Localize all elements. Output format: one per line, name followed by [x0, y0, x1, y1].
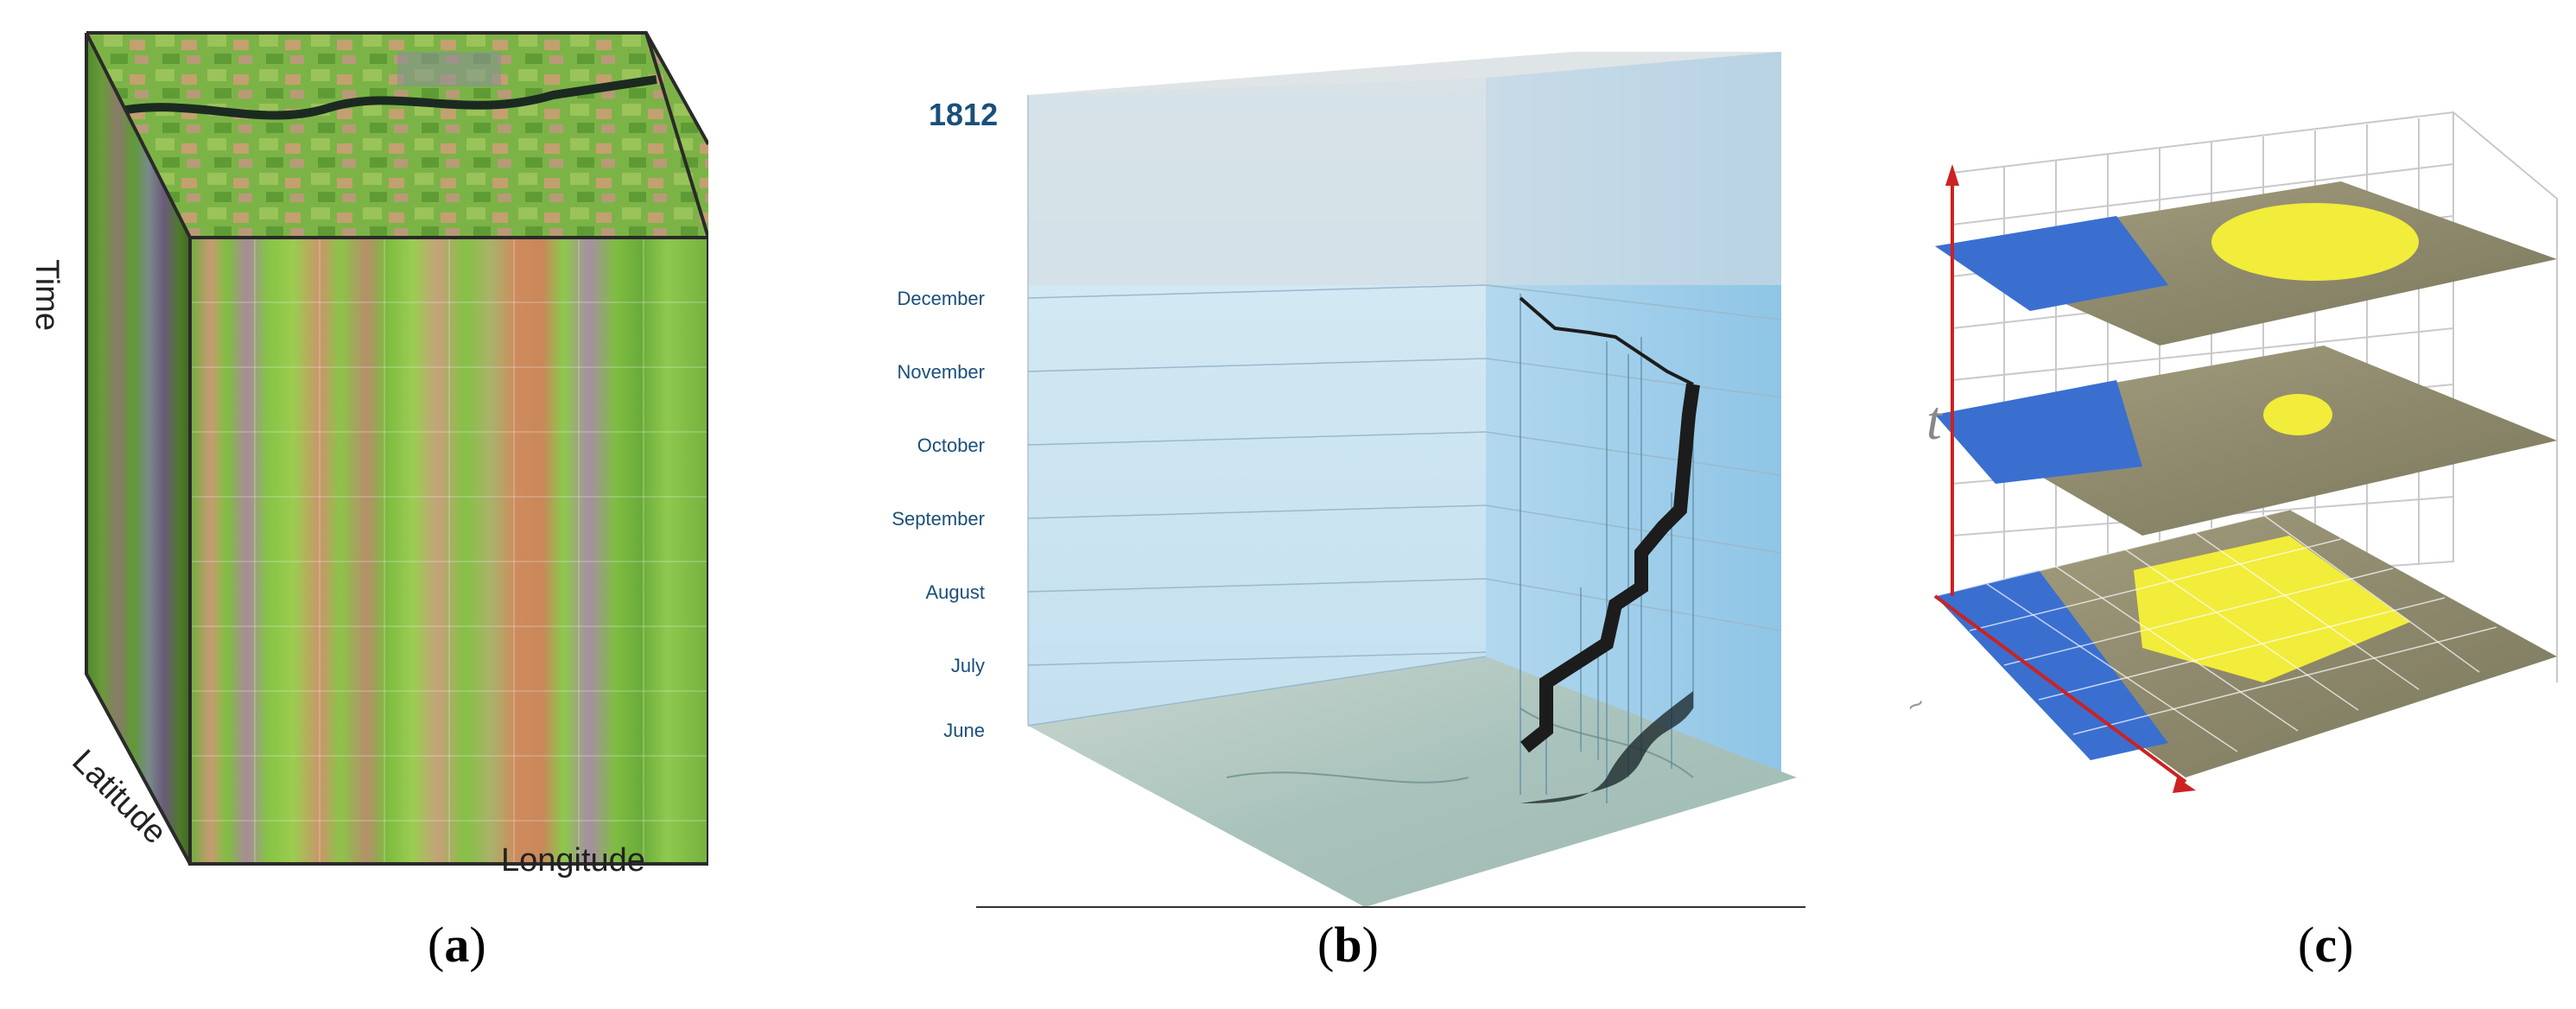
t-axis-arrow — [1945, 164, 1959, 186]
month-november: November — [890, 361, 985, 384]
caption-b: (b) — [1317, 916, 1379, 974]
svg-text:~: ~ — [1901, 688, 1931, 723]
month-june: June — [890, 720, 985, 742]
axis-label-t: t — [1926, 389, 1942, 453]
axis-label-time: Time — [28, 259, 65, 331]
month-july: July — [890, 655, 985, 677]
panel-b-napoleon-march: 1812 December November October September… — [864, 0, 1849, 1009]
year-label: 1812 — [929, 97, 998, 133]
panel-a-space-time-cube: Time Latitude Longitude (a) — [0, 0, 708, 1009]
axis-label-longitude: Longitude — [501, 842, 645, 879]
map-layer-bottom — [1935, 510, 2557, 777]
month-august: August — [890, 581, 985, 604]
map-layer-middle — [1935, 346, 2557, 536]
panel-c-layered-maps: ~ t (c) — [1857, 0, 2576, 1009]
time-layered-grid-cube: ~ — [1857, 0, 2576, 1009]
month-december: December — [890, 288, 985, 310]
caption-c: (c) — [2298, 916, 2353, 974]
march-space-time-cube — [864, 0, 1849, 1009]
map-layer-top — [1935, 181, 2557, 346]
month-september: September — [890, 508, 985, 530]
town-area — [397, 52, 501, 86]
month-october: October — [890, 435, 985, 457]
caption-a: (a) — [428, 916, 486, 974]
